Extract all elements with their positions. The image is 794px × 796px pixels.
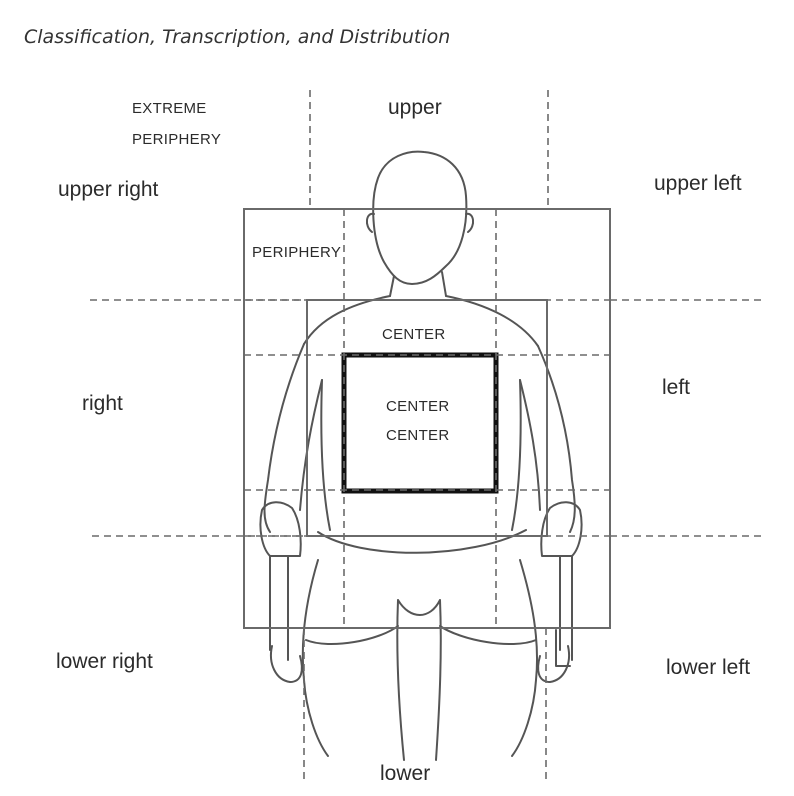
center-center-zone-box: [344, 355, 496, 491]
label-upper: upper: [388, 96, 442, 120]
label-periphery: PERIPHERY: [252, 244, 341, 261]
figure-legs: [303, 560, 537, 760]
chair-armrest-right: [260, 502, 300, 556]
figure-waist: [318, 530, 526, 553]
caption-title: Classification, Transcription, and Distr…: [24, 26, 450, 48]
label-extreme-periphery-line2: PERIPHERY: [132, 131, 221, 148]
label-lower-left: lower left: [666, 656, 750, 680]
figure-arm-right: [265, 344, 323, 532]
label-upper-left: upper left: [654, 172, 742, 196]
seated-figure: [260, 152, 581, 760]
label-lower: lower: [380, 762, 430, 786]
figure-hand-left: [538, 646, 569, 682]
figure-hand-right: [271, 646, 302, 682]
periphery-zone-box: [244, 209, 610, 628]
label-right: right: [82, 392, 123, 416]
figure-ear-right: [466, 214, 473, 232]
label-upper-right: upper right: [58, 178, 158, 202]
figure-head: [373, 152, 466, 284]
label-center-center-line1: CENTER: [386, 398, 449, 415]
label-center-center-line2: CENTER: [386, 427, 449, 444]
label-left: left: [662, 376, 690, 400]
label-center: CENTER: [382, 326, 445, 343]
label-extreme-periphery-line1: EXTREME: [132, 100, 207, 117]
label-lower-right: lower right: [56, 650, 153, 674]
